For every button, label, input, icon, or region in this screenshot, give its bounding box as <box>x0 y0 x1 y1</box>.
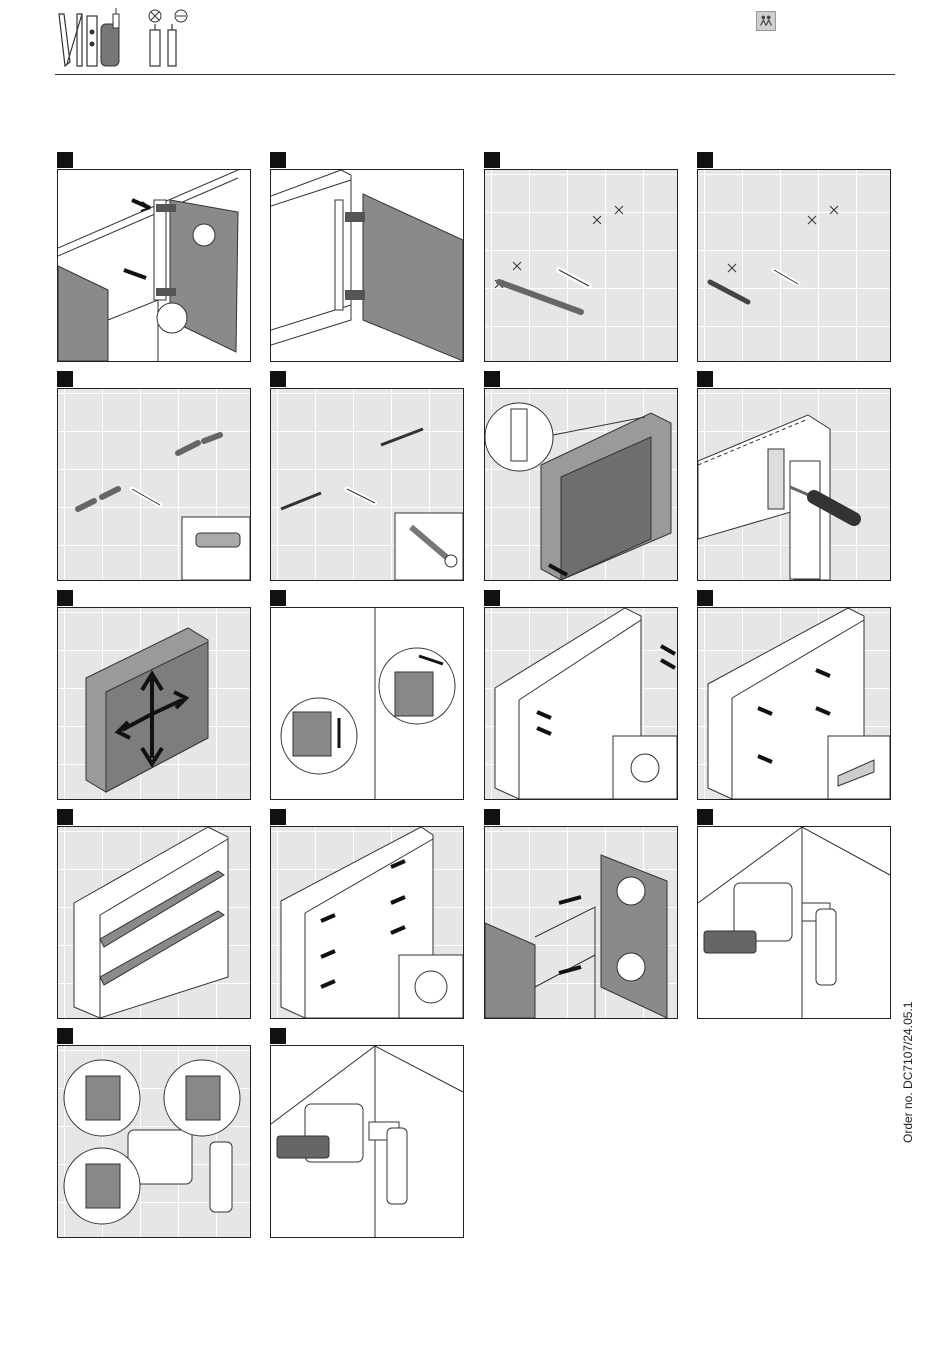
door-hinge-attach-illustration <box>58 170 250 361</box>
two-person-assembly-icon <box>756 11 776 31</box>
step-16 <box>697 809 891 1019</box>
header-rule <box>55 74 895 75</box>
step-number <box>270 590 286 606</box>
tool-icons-header <box>55 6 205 70</box>
shelf-support-adjust-illustration <box>271 608 463 799</box>
step-17 <box>57 1028 251 1238</box>
step-illustration <box>270 607 464 800</box>
step-illustration <box>57 607 251 800</box>
step-illustration <box>697 607 891 800</box>
shelf-brackets-illustration <box>698 608 890 799</box>
step-15 <box>484 809 678 1019</box>
order-number: Order no. DC7107/24.05.1 <box>900 1063 916 1143</box>
step-number <box>270 809 286 825</box>
step-illustration <box>484 169 678 362</box>
door-hinged-cabinet-illustration <box>271 170 463 361</box>
step-number <box>697 809 713 825</box>
hinge-3d-adjust-illustration <box>58 1046 250 1237</box>
step-12 <box>697 590 891 800</box>
step-illustration <box>57 1045 251 1238</box>
step-number <box>57 590 73 606</box>
step-13 <box>57 809 251 1019</box>
step-illustration <box>270 169 464 362</box>
step-2 <box>270 152 464 362</box>
wall-plugs-illustration <box>58 389 250 580</box>
step-3 <box>484 152 678 362</box>
shelf-pins-illustration <box>485 608 677 799</box>
step-8 <box>697 371 891 581</box>
glass-shelves-illustration <box>58 827 250 1018</box>
hinge-cover-repeat-illustration <box>271 1046 463 1237</box>
step-6 <box>270 371 464 581</box>
step-number <box>484 152 500 168</box>
step-11 <box>484 590 678 800</box>
step-14 <box>270 809 464 1019</box>
wall-screws-illustration <box>271 389 463 580</box>
step-number <box>57 809 73 825</box>
step-number <box>57 371 73 387</box>
cabinet-adjust-illustration <box>58 608 250 799</box>
wall-drilling-illustration <box>698 170 890 361</box>
shelf-stoppers-illustration <box>271 827 463 1018</box>
step-number <box>270 1028 286 1044</box>
step-illustration <box>484 826 678 1019</box>
screwdriver-flat-icon <box>168 10 187 66</box>
step-illustration <box>270 1045 464 1238</box>
step-illustration <box>484 607 678 800</box>
step-illustration <box>57 388 251 581</box>
step-illustration <box>270 826 464 1019</box>
step-illustration <box>484 388 678 581</box>
step-number <box>484 371 500 387</box>
step-illustration <box>57 826 251 1019</box>
step-number <box>697 371 713 387</box>
step-10 <box>270 590 464 800</box>
step-9 <box>57 590 251 800</box>
step-illustration <box>57 169 251 362</box>
step-5 <box>57 371 251 581</box>
step-7 <box>484 371 678 581</box>
step-18 <box>270 1028 464 1238</box>
step-number <box>697 590 713 606</box>
step-number <box>484 809 500 825</box>
step-illustration <box>270 388 464 581</box>
step-number <box>57 1028 73 1044</box>
step-number <box>270 371 286 387</box>
step-number <box>697 152 713 168</box>
screwdriver-cross-icon <box>149 10 161 66</box>
step-1 <box>57 152 251 362</box>
step-illustration <box>697 388 891 581</box>
wall-marking-illustration <box>485 170 677 361</box>
drill-icon <box>87 8 119 66</box>
door-mount-illustration <box>485 827 677 1018</box>
step-illustration <box>697 169 891 362</box>
step-number <box>270 152 286 168</box>
hinge-cover-illustration <box>698 827 890 1018</box>
step-number <box>57 152 73 168</box>
cabinet-hang-illustration <box>485 389 677 580</box>
spirit-level-icon <box>59 14 82 66</box>
step-4 <box>697 152 891 362</box>
step-illustration <box>697 826 891 1019</box>
screwdriver-adjust-illustration <box>698 389 890 580</box>
step-number <box>484 590 500 606</box>
